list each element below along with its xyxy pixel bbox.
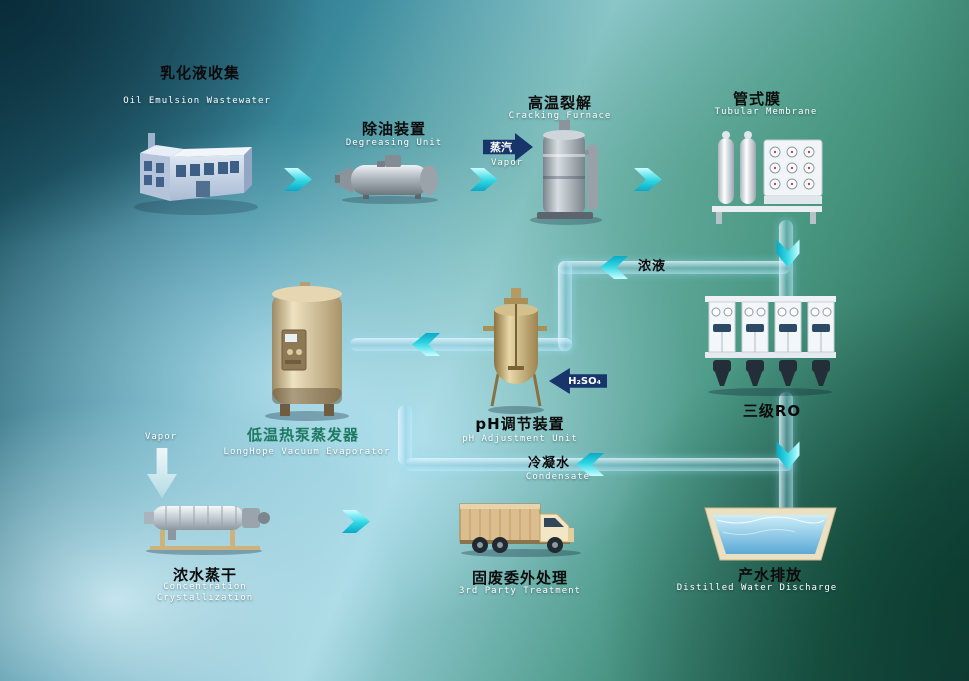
cracking-furnace-illustration xyxy=(521,118,611,226)
degreasing-label-en: Degreasing Unit xyxy=(345,138,443,148)
acid-arrow: H₂SO₄ xyxy=(549,368,607,394)
ph-label-zh: pH调节装置 xyxy=(475,415,565,433)
chevron-dryer-to-truck xyxy=(342,510,370,533)
pipe-concentrate-horizontal xyxy=(558,261,790,274)
dryer-illustration xyxy=(142,494,272,556)
degreasing-label-zh: 除油装置 xyxy=(361,120,427,138)
membrane-label-zh: 管式膜 xyxy=(732,90,782,108)
concentrate-label-zh: 浓液 xyxy=(637,259,667,274)
tubular-membrane-illustration xyxy=(710,126,825,226)
discharge-label-zh: 产水排放 xyxy=(737,566,803,584)
cracking-label-en: Cracking Furnace xyxy=(508,111,612,121)
collection-label-en: Oil Emulsion Wastewater xyxy=(123,96,271,106)
steam-arrow-label: 蒸汽 xyxy=(490,141,512,154)
pipe-condensate xyxy=(405,458,793,471)
collection-label-zh: 乳化液收集 xyxy=(159,64,241,82)
chevron-factory-to-degreaser xyxy=(284,168,312,191)
vapor-out-label: Vapor xyxy=(144,432,178,442)
ro-label-zh: 三级RO xyxy=(742,402,802,420)
pipe-condensate-riser xyxy=(398,405,412,465)
third-party-label-en: 3rd Party Treatment xyxy=(459,586,581,596)
crystallization-label-en: Concentration Crystallization xyxy=(156,582,254,603)
chevron-furnace-to-membrane xyxy=(634,168,662,191)
condensate-label-en: Condensate xyxy=(525,472,591,482)
ro-system-illustration xyxy=(703,292,838,397)
membrane-label-en: Tubular Membrane xyxy=(714,107,818,117)
vapor-down-arrow xyxy=(147,448,177,498)
crystallization-label-zh: 浓水蒸干 xyxy=(172,566,238,584)
cracking-label-zh: 高温裂解 xyxy=(527,94,593,112)
chevron-degreaser-to-furnace xyxy=(470,168,498,191)
evaporator-label-zh: 低温热泵蒸发器 xyxy=(246,426,360,444)
pipe-concentrate-vertical xyxy=(558,261,572,351)
discharge-pool-illustration xyxy=(703,506,838,564)
third-party-label-zh: 固废委外处理 xyxy=(471,569,569,587)
acid-arrow-label: H₂SO₄ xyxy=(568,375,601,387)
evaporator-label-en: LongHope Vacuum Evaporator xyxy=(223,447,391,457)
ph-label-en: pH Adjustment Unit xyxy=(462,434,578,444)
degreasing-unit-illustration xyxy=(333,153,448,205)
discharge-label-en: Distilled Water Discharge xyxy=(676,583,838,593)
truck-illustration xyxy=(456,498,586,560)
evaporator-illustration xyxy=(260,280,355,422)
condensate-label-zh: 冷凝水 xyxy=(527,456,571,471)
factory-illustration xyxy=(126,115,266,215)
steam-vapor-label: Vapor xyxy=(490,158,524,168)
ph-reactor-illustration xyxy=(480,288,550,416)
